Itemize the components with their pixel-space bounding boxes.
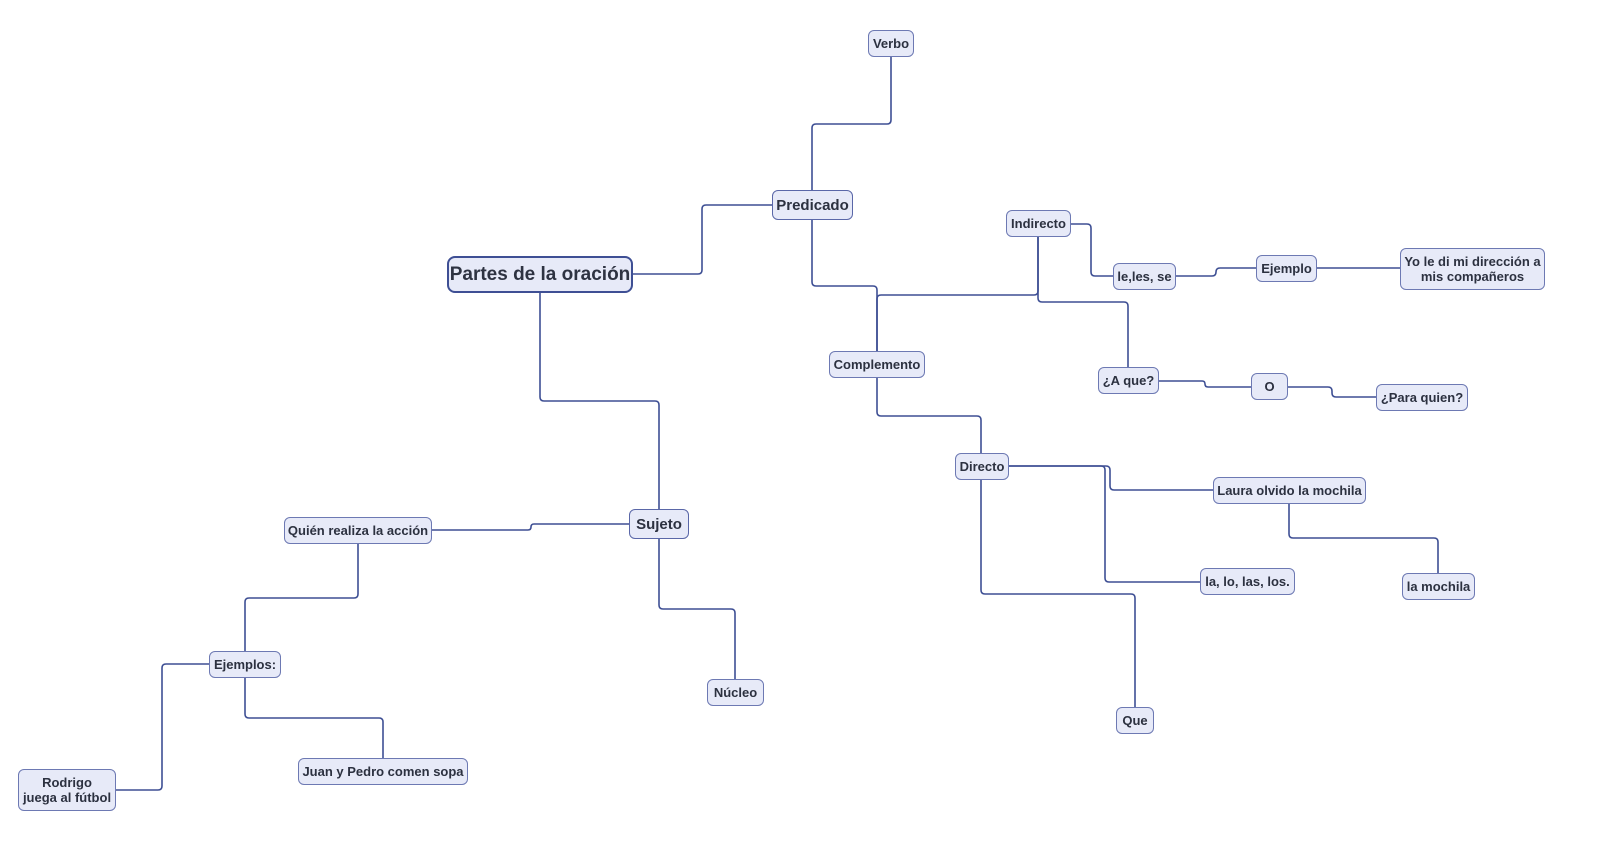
node-le-les-se[interactable]: le,les, se [1113, 263, 1176, 290]
node-sujeto[interactable]: Sujeto [629, 509, 689, 539]
node-ejemplos[interactable]: Ejemplos: [209, 651, 281, 678]
connector-predicado-to-complemento [811, 220, 878, 351]
node-a-que[interactable]: ¿A que? [1098, 367, 1159, 394]
node-ejemplo-texto[interactable]: Yo le di mi dirección a mis compañeros [1400, 248, 1545, 290]
node-que[interactable]: Que [1116, 707, 1154, 734]
node-juan[interactable]: Juan y Pedro comen sopa [298, 758, 468, 785]
connector-a-que-to-o [1159, 380, 1251, 388]
node-verbo[interactable]: Verbo [868, 30, 914, 57]
connector-le-les-se-to-ejemplo [1176, 267, 1256, 277]
connector-directo-to-laura [1009, 465, 1213, 491]
node-ejemplo[interactable]: Ejemplo [1256, 255, 1317, 282]
connector-quien-to-ejemplos [244, 544, 359, 651]
node-la-lo-las-los[interactable]: la, lo, las, los. [1200, 568, 1295, 595]
connector-sujeto-to-quien [432, 523, 629, 531]
connector-root-to-predicado [633, 204, 772, 275]
connector-sujeto-to-nucleo [658, 539, 736, 679]
connector-directo-to-que [980, 480, 1136, 707]
node-predicado[interactable]: Predicado [772, 190, 853, 220]
node-directo[interactable]: Directo [955, 453, 1009, 480]
connector-ejemplos-to-juan [244, 678, 384, 758]
connector-complemento-to-indirecto [876, 237, 1039, 351]
node-o[interactable]: O [1251, 373, 1288, 400]
connector-indirecto-to-a-que [1037, 237, 1129, 367]
connector-laura-to-la-mochila [1288, 504, 1439, 573]
connector-directo-to-la-lo [1009, 465, 1200, 583]
connector-indirecto-to-le-les-se [1071, 223, 1113, 277]
node-la-mochila[interactable]: la mochila [1402, 573, 1475, 600]
node-para-quien[interactable]: ¿Para quien? [1376, 384, 1468, 411]
node-complemento[interactable]: Complemento [829, 351, 925, 378]
node-rodrigo[interactable]: Rodrigo juega al fútbol [18, 769, 116, 811]
connector-ejemplos-to-rodrigo [116, 663, 209, 791]
connector-root-to-sujeto [539, 293, 660, 509]
node-laura[interactable]: Laura olvido la mochila [1213, 477, 1366, 504]
node-quien[interactable]: Quién realiza la acción [284, 517, 432, 544]
connector-o-to-para-quien [1288, 386, 1376, 398]
node-indirecto[interactable]: Indirecto [1006, 210, 1071, 237]
connector-predicado-to-verbo [811, 57, 892, 190]
node-root[interactable]: Partes de la oración [447, 256, 633, 293]
node-nucleo[interactable]: Núcleo [707, 679, 764, 706]
connector-complemento-to-directo [876, 378, 982, 453]
